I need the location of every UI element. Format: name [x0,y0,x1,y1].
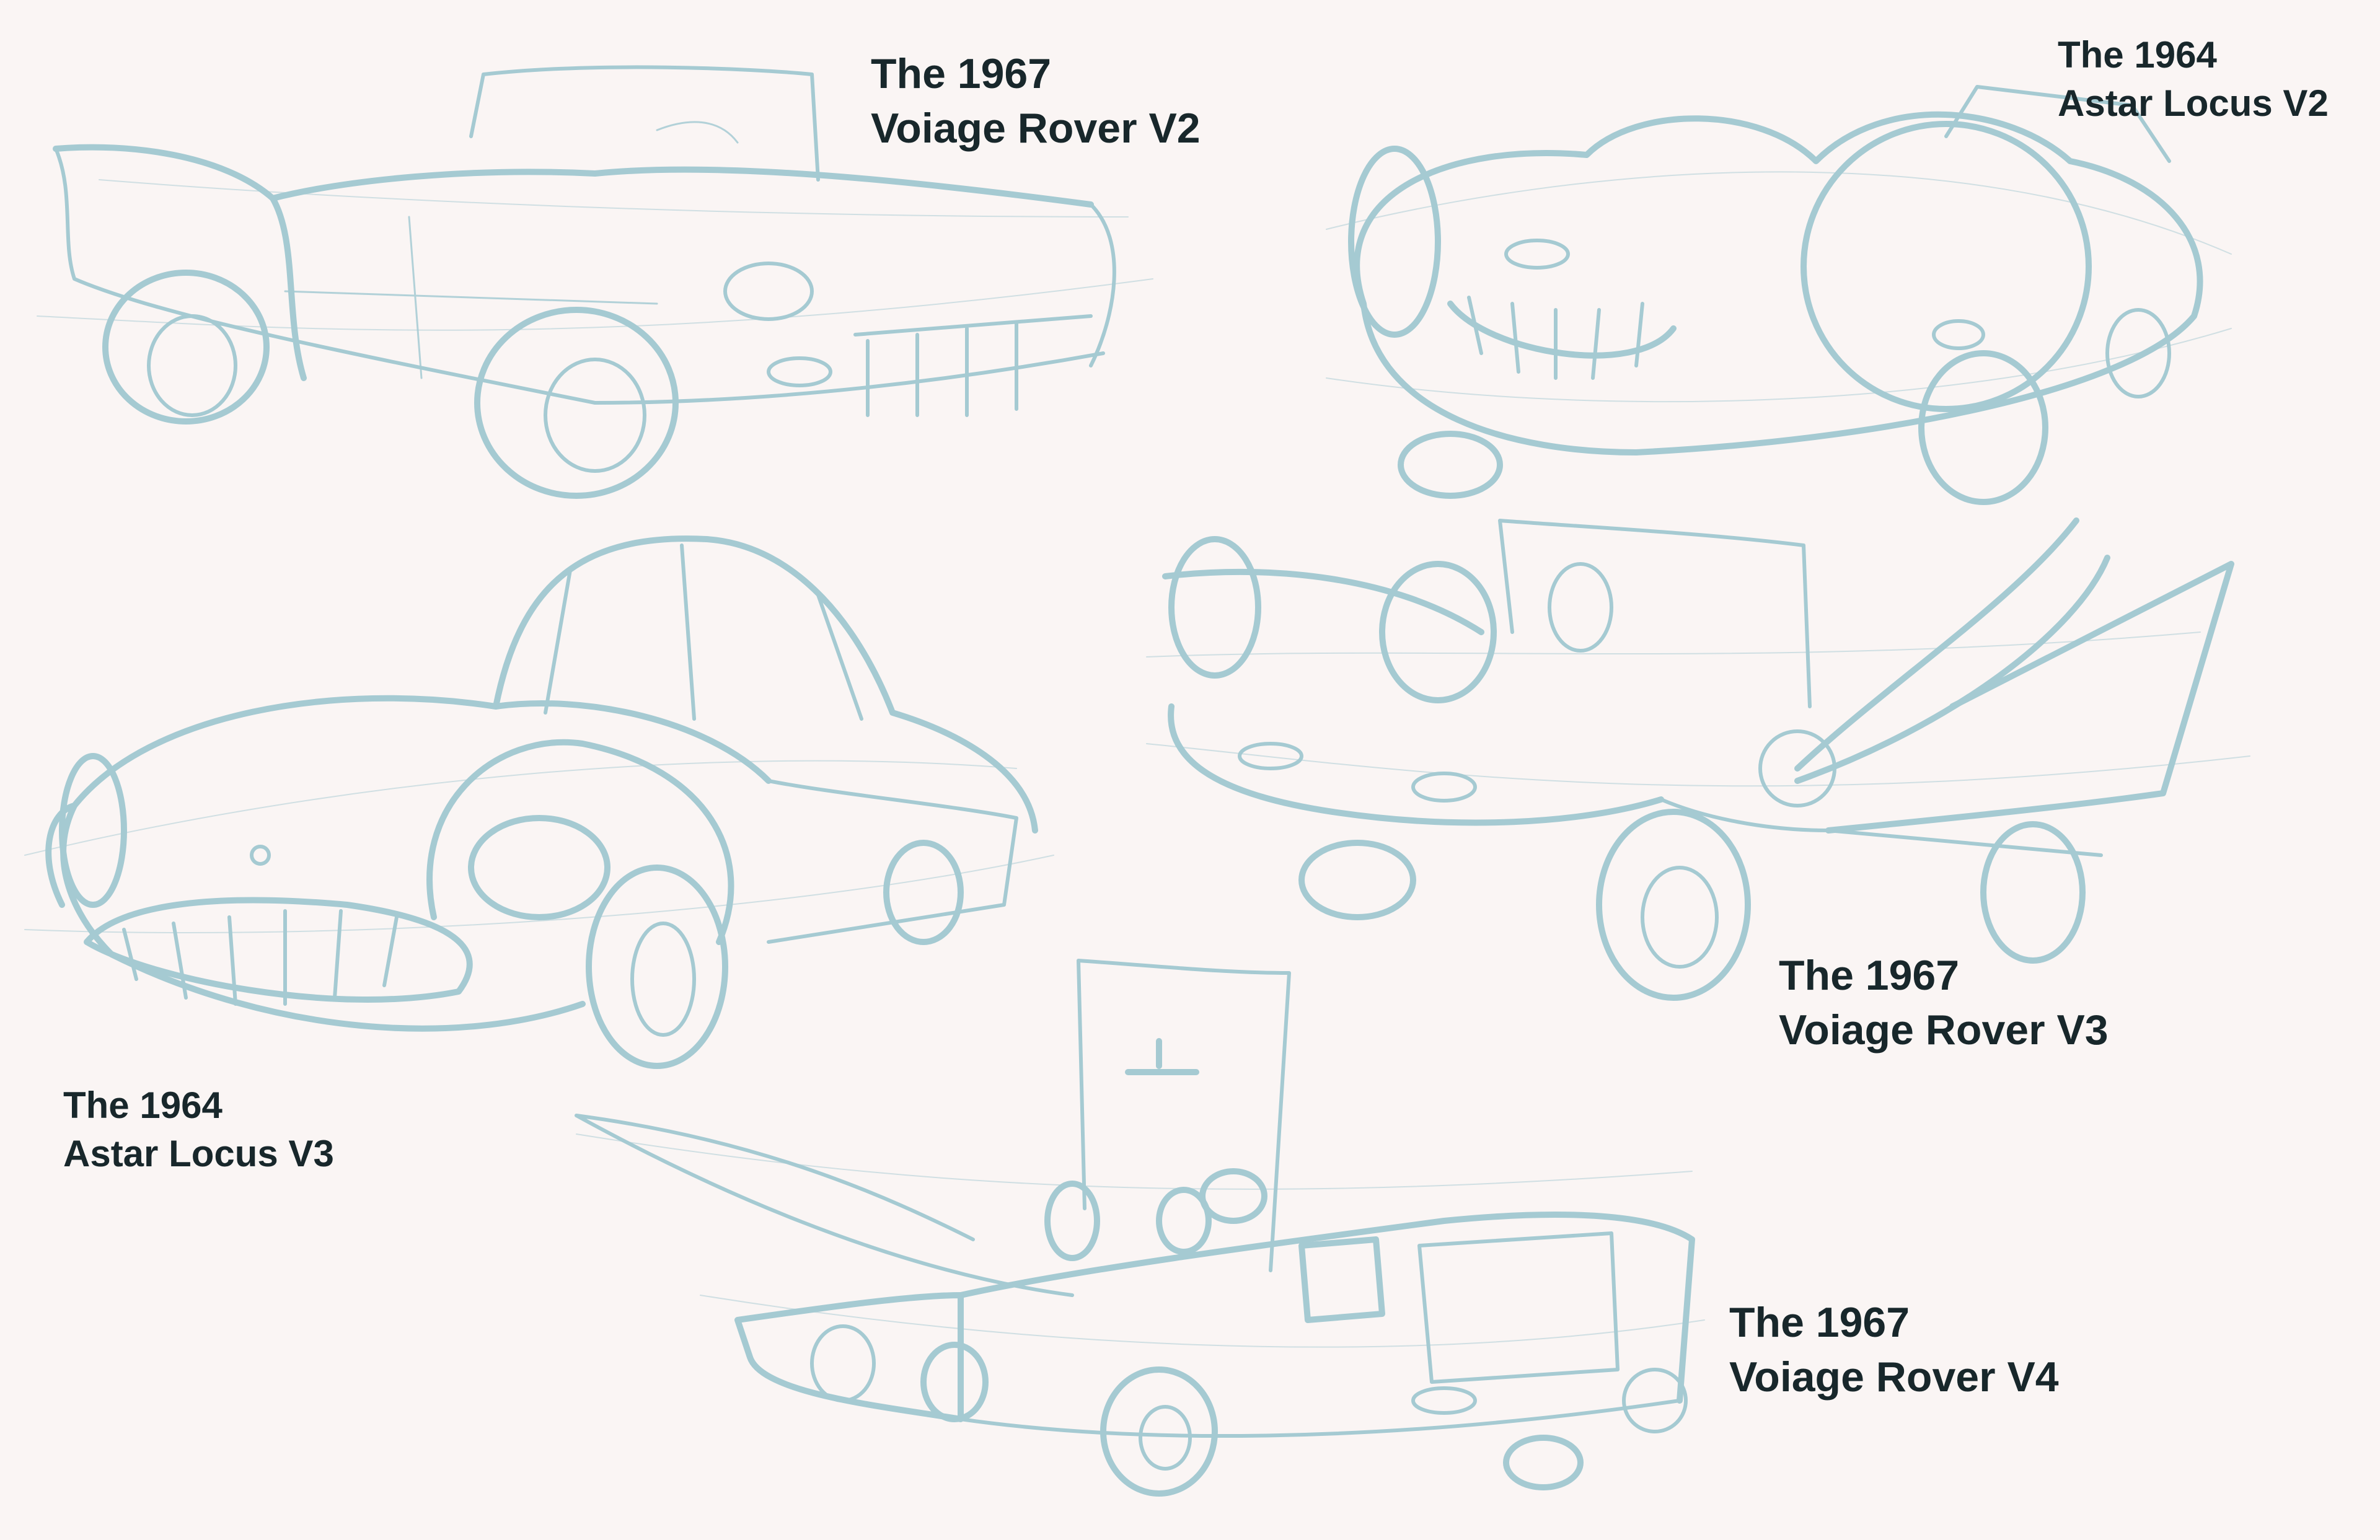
label-year: The 1964 [63,1085,223,1126]
label-voiage-rover-v3: The 1967 Voiage Rover V3 [1779,948,2109,1058]
sketch-voiage-rover-v4 [575,948,1705,1497]
sketch-voiage-rover-v3 [1146,508,2250,1001]
label-year: The 1967 [1729,1299,1910,1346]
car-sketch-icon [1146,517,2250,1001]
sketch-astar-locus-v2 [1326,68,2232,505]
label-year: The 1967 [1779,952,1960,999]
label-model: Voiage Rover V2 [871,105,1201,152]
label-model: Voiage Rover V3 [1779,1006,2109,1054]
sketch-astar-locus-v3 [24,508,1054,1078]
car-sketch-icon [575,959,1705,1497]
label-model: Astar Locus V2 [2058,82,2329,124]
label-astar-locus-v2: The 1964 Astar Locus V2 [2058,31,2329,128]
label-year: The 1967 [871,50,1052,97]
car-sketch-icon [1326,85,2232,505]
sketch-voiage-rover-v2 [37,56,1153,514]
car-sketch-icon [24,535,1054,1069]
label-voiage-rover-v4: The 1967 Voiage Rover V4 [1729,1295,2059,1405]
label-year: The 1964 [2058,34,2217,76]
label-astar-locus-v3: The 1964 Astar Locus V3 [63,1081,334,1178]
label-voiage-rover-v2: The 1967 Voiage Rover V2 [871,46,1201,156]
label-model: Astar Locus V3 [63,1133,334,1174]
label-model: Voiage Rover V4 [1729,1353,2059,1401]
car-sketch-icon [37,65,1153,499]
